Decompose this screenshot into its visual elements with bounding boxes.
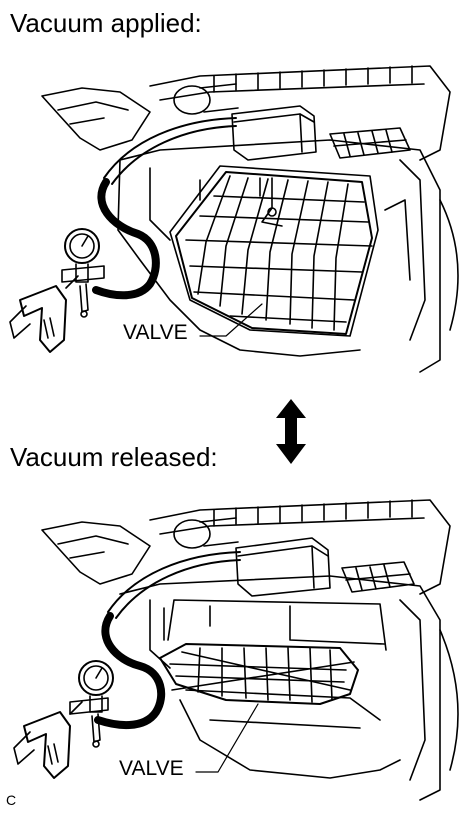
heading-vacuum-applied: Vacuum applied: [10, 8, 202, 38]
valve-flap-released [159, 643, 359, 705]
pump-icon [13, 701, 83, 779]
callout-valve-released: VALVE [119, 757, 184, 780]
pump-icon [9, 275, 79, 353]
vacuum-hose-released [94, 551, 241, 730]
double-headed-arrow-icon [276, 399, 306, 464]
leader-valve-applied [199, 303, 263, 337]
leader-valve-released [195, 703, 259, 773]
heading-vacuum-released: Vacuum released: [10, 442, 218, 472]
panel-vacuum-applied [9, 65, 459, 373]
panel-vacuum-released [13, 499, 459, 801]
figure-code: C [6, 792, 17, 808]
duct-housing-released [41, 499, 459, 801]
duct-housing-applied [41, 65, 459, 373]
vacuum-hose-applied [92, 117, 237, 300]
gauge-icon [61, 228, 105, 318]
gauge-icon [69, 660, 114, 748]
callout-valve-applied: VALVE [123, 321, 188, 344]
valve-flap-applied [175, 171, 373, 335]
